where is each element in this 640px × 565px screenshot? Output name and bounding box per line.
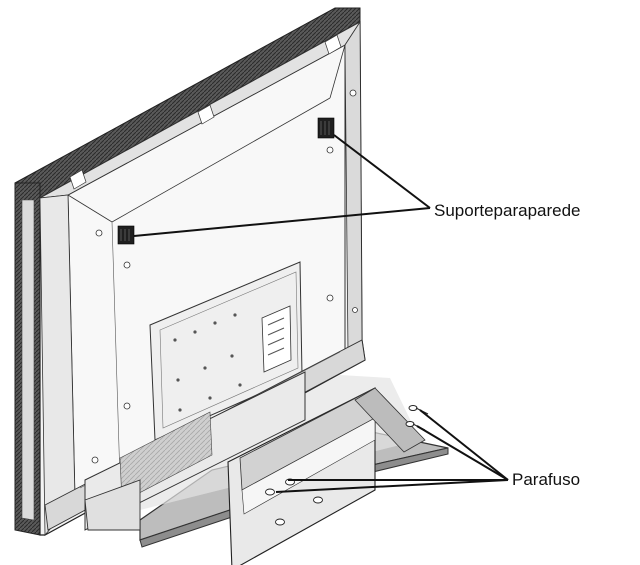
wall-bracket-label: Suporteparaparede <box>434 201 581 220</box>
wall-mount-bracket-right <box>317 117 335 139</box>
wall-mount-bracket-left <box>117 225 135 245</box>
loose-screws <box>405 405 429 431</box>
io-connector-panel <box>149 261 303 441</box>
back-panel-screw-holes <box>91 89 358 464</box>
stand-upright-bracket <box>227 387 426 565</box>
wall-bracket-callout-lines <box>133 134 431 237</box>
screw-callout-lines <box>275 409 509 493</box>
tv-left-edge <box>14 182 41 536</box>
stand-front-block <box>84 479 141 531</box>
screw-label: Parafuso <box>512 470 581 489</box>
